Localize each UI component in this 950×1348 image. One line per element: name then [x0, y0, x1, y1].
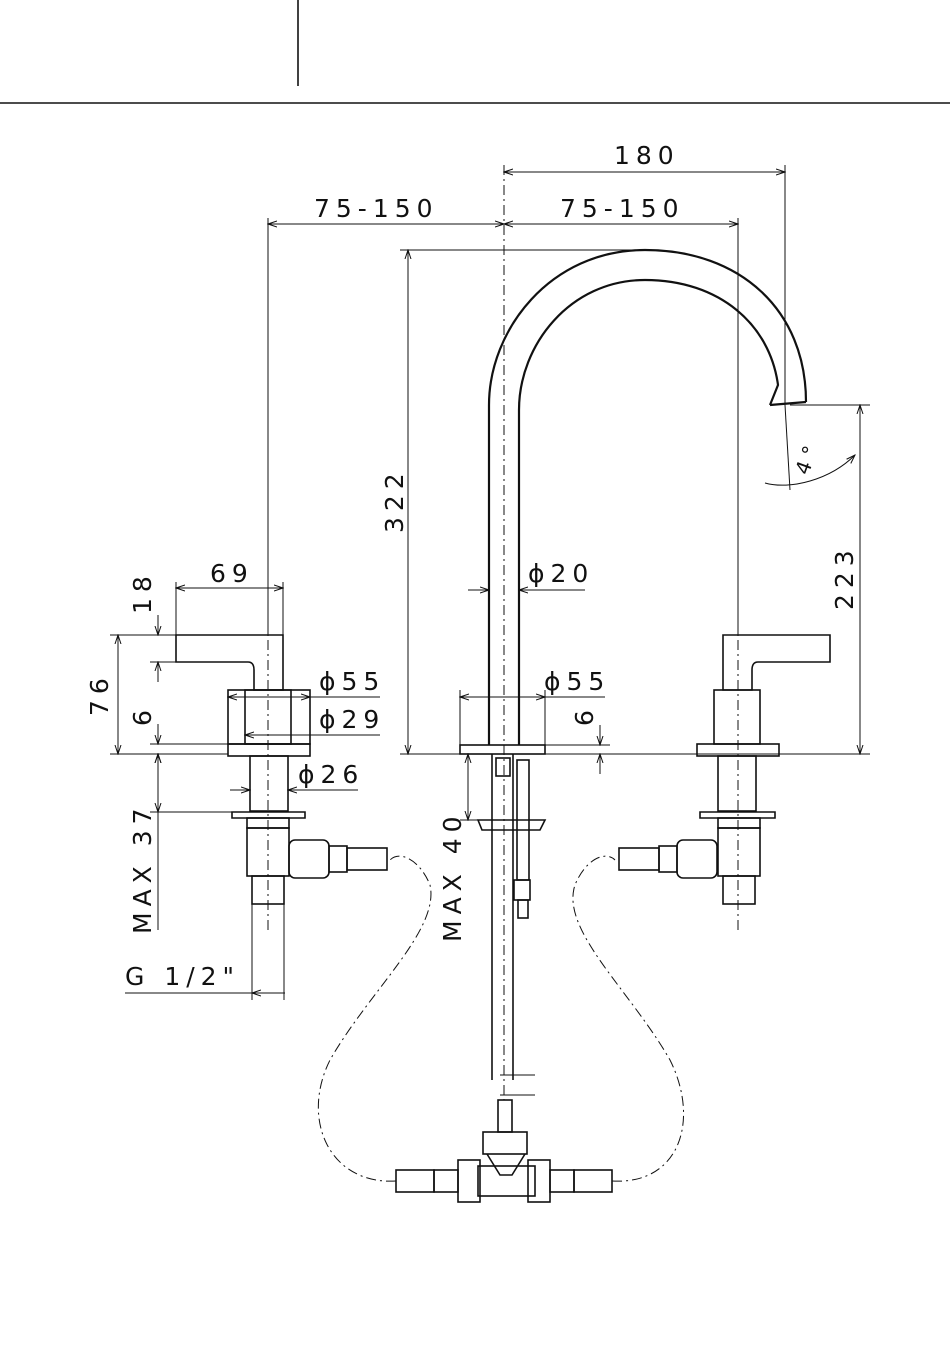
- tee-connector: [396, 1100, 612, 1202]
- dim-left-spacing: 75-150: [314, 194, 439, 223]
- dim-total-height: 322: [380, 467, 409, 533]
- dim-spout-diameter: ϕ20: [528, 559, 594, 588]
- spout: [460, 165, 806, 1100]
- dim-handle-width: 69: [210, 559, 254, 588]
- dim-max-deck-center: MAX 40: [438, 810, 467, 942]
- dim-spout-reach: 180: [614, 141, 680, 170]
- dim-rosette-center: ϕ55: [544, 667, 610, 696]
- dim-base-thickness-center: 6: [570, 704, 599, 726]
- header-frame: [0, 0, 950, 103]
- dim-spout-angle: 4°: [790, 437, 824, 478]
- dim-handle-height: 76: [85, 672, 114, 716]
- dim-right-spacing: 75-150: [560, 194, 685, 223]
- dim-outlet-height: 223: [830, 544, 859, 610]
- dim-rosette-left: ϕ55: [319, 667, 385, 696]
- dim-body-diameter: ϕ29: [319, 705, 385, 734]
- spout-mount: [478, 754, 545, 1095]
- dim-base-thickness-left: 6: [128, 704, 157, 726]
- dim-connection-thread: G 1/2": [125, 962, 240, 991]
- right-valve: [619, 620, 830, 930]
- dim-max-deck-left: MAX 37: [128, 802, 157, 934]
- dim-handle-thickness: 18: [128, 570, 157, 614]
- dim-shank-diameter: ϕ26: [298, 760, 364, 789]
- dimension-labels: 180 75-150 75-150 322 223 4° 69 18 76 6 …: [85, 141, 859, 991]
